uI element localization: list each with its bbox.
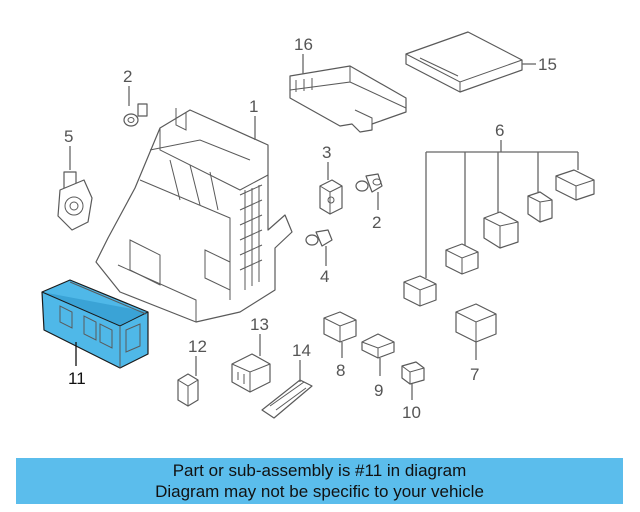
part-9-clip[interactable] <box>361 333 395 359</box>
callout-10: 10 <box>402 403 421 422</box>
part-4-screw[interactable] <box>305 229 333 247</box>
callout-4: 4 <box>320 267 329 286</box>
part-6-relay-holders[interactable] <box>403 169 595 307</box>
part-10-small-clip[interactable] <box>401 361 425 385</box>
part-13-connector[interactable] <box>231 353 271 393</box>
banner-line-1: Part or sub-assembly is #11 in diagram <box>172 461 467 480</box>
callout-8: 8 <box>336 361 345 380</box>
banner-line-2: Diagram may not be specific to your vehi… <box>155 482 484 501</box>
callout-2-right: 2 <box>372 213 381 232</box>
info-banner: Part or sub-assembly is #11 in diagram D… <box>16 458 623 504</box>
callout-1: 1 <box>249 97 258 116</box>
part-8-connector[interactable] <box>323 311 357 343</box>
callout-14: 14 <box>292 341 311 360</box>
part-11-highlighted-module[interactable] <box>41 279 149 369</box>
callout-7: 7 <box>470 365 479 384</box>
part-7-relay[interactable] <box>455 303 497 343</box>
part-2-screw-top[interactable] <box>123 103 148 127</box>
callout-3: 3 <box>322 143 331 162</box>
callout-2-top: 2 <box>123 67 132 86</box>
part-3-clip[interactable] <box>319 179 343 215</box>
callout-12: 12 <box>188 337 207 356</box>
callout-15: 15 <box>538 55 557 74</box>
callout-6: 6 <box>495 121 504 140</box>
part-14-fuse-puller[interactable] <box>261 379 313 419</box>
parts-diagram: 1 2 5 16 15 3 <box>41 31 595 422</box>
part-2-screw-right[interactable] <box>355 173 383 193</box>
part-16-control-module[interactable] <box>289 65 407 133</box>
part-12-fuse[interactable] <box>177 373 199 407</box>
callout-9: 9 <box>374 381 383 400</box>
part-5-buzzer[interactable] <box>57 171 93 231</box>
callout-13: 13 <box>250 315 269 334</box>
callout-16: 16 <box>294 35 313 54</box>
callout-11: 11 <box>68 369 86 388</box>
part-15-flat-module[interactable] <box>405 31 523 93</box>
part-1-fuse-box-housing[interactable] <box>95 108 293 323</box>
callout-5: 5 <box>64 127 73 146</box>
